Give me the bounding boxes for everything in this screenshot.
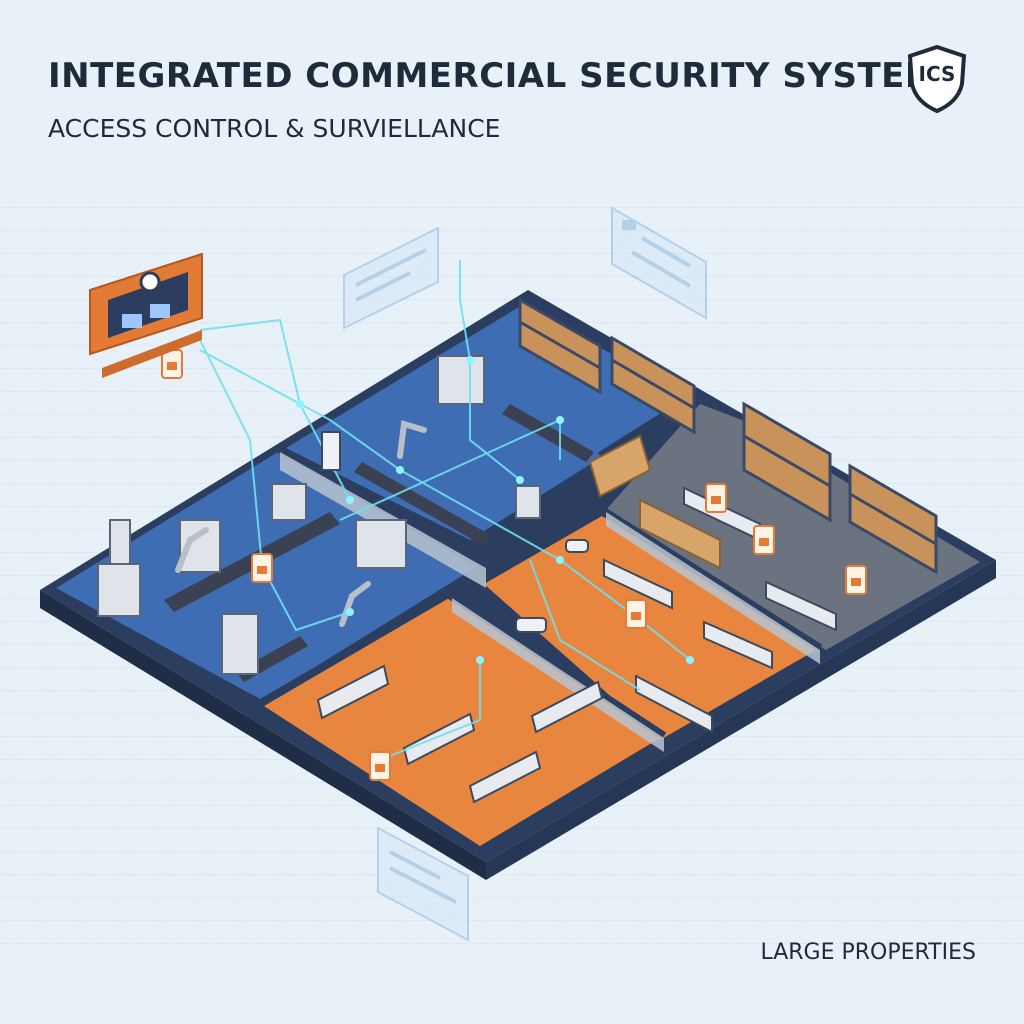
- floating-screen-top: [343, 226, 439, 330]
- lock-icon: [369, 751, 391, 781]
- lock-icon: [845, 565, 867, 595]
- access-control-panels: [161, 349, 867, 781]
- robot-arms: [175, 420, 427, 627]
- warehouse-storage: [606, 404, 980, 650]
- clock-icon: [139, 271, 161, 293]
- box-stack: [588, 434, 721, 570]
- floating-screen-right: [611, 206, 707, 320]
- camera-icon: [321, 431, 341, 471]
- lock-icon: [705, 483, 727, 513]
- security-control-room: [89, 252, 203, 378]
- page-title: INTEGRATED COMMERCIAL SECURITY SYSTEMS: [48, 56, 965, 96]
- industrial-machines: [97, 355, 541, 675]
- warehouse-shelves: [518, 297, 938, 575]
- logo-text: ICS: [918, 62, 956, 86]
- shelf-unit: [610, 335, 696, 435]
- lock-icon: [161, 349, 183, 379]
- camera-icon: [565, 539, 589, 553]
- shelf-unit: [518, 297, 602, 395]
- footer-label: LARGE PROPERTIES: [760, 940, 976, 965]
- office-desks: [316, 486, 837, 804]
- logo: ICS: [906, 44, 968, 114]
- camera-icon: [515, 617, 547, 633]
- page-subtitle: ACCESS CONTROL & SURVIELLANCE: [48, 114, 501, 143]
- lock-icon: [625, 599, 647, 629]
- lock-icon: [251, 553, 273, 583]
- shelf-unit: [742, 401, 832, 523]
- shelf-unit: [848, 463, 938, 575]
- lock-icon: [753, 525, 775, 555]
- shield-icon: [907, 44, 967, 114]
- security-cameras: [321, 431, 589, 633]
- floating-screen-bottom: [377, 826, 469, 942]
